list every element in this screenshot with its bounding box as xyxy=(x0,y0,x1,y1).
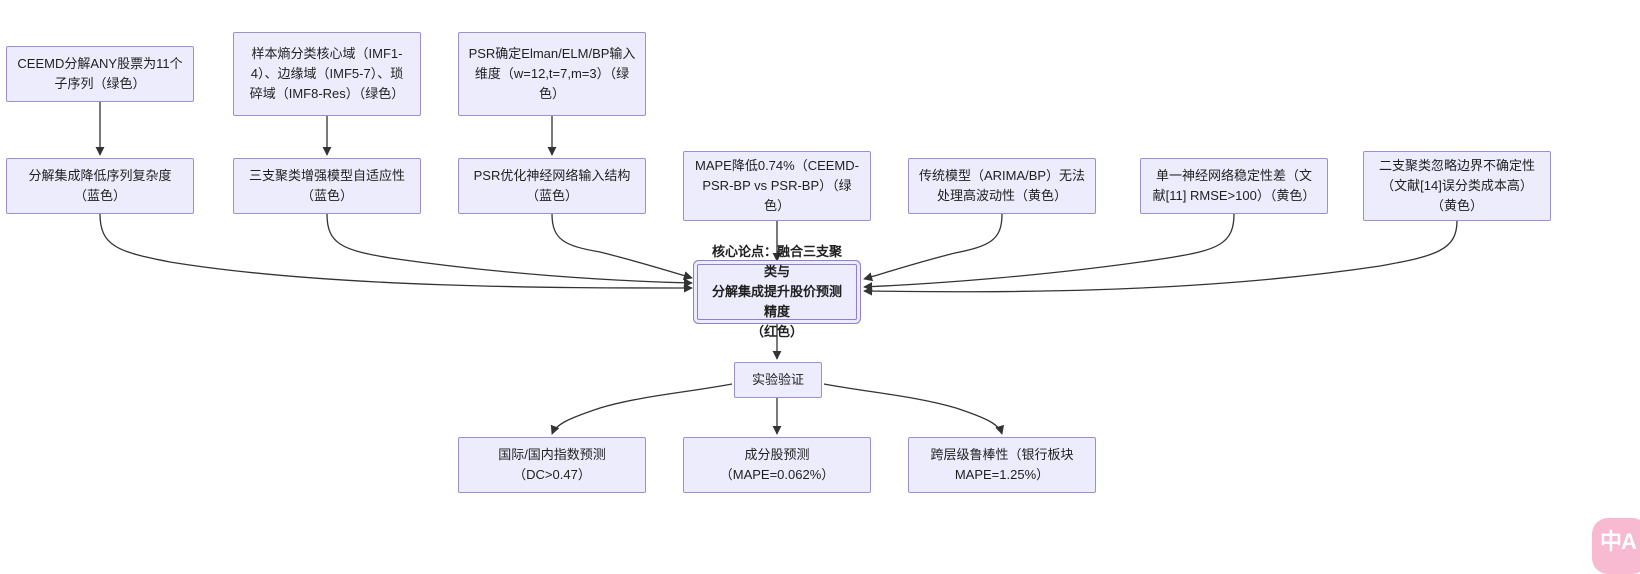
node-psr-input-dimension[interactable]: PSR确定Elman/ELM/BP输入 维度（w=12,t=7,m=3）（绿 色… xyxy=(458,32,646,116)
node-sample-entropy-classification[interactable]: 样本熵分类核心域（IMF1- 4）、边缘域（IMF5-7）、琐 碎域（IMF8-… xyxy=(233,32,421,116)
node-label: 成分股预测 （MAPE=0.062%） xyxy=(719,446,835,482)
edge-exp-r1 xyxy=(550,383,733,435)
edge-n8-core xyxy=(863,213,1003,282)
watermark-badge: 中A xyxy=(1592,518,1640,574)
node-label: 国际/国内指数预测 （DC>0.47） xyxy=(498,446,606,482)
node-decomposition-reduces-complexity[interactable]: 分解集成降低序列复杂度 （蓝色） xyxy=(6,158,194,214)
node-label: MAPE降低0.74%（CEEMD- PSR-BP vs PSR-BP）（绿 色… xyxy=(695,157,859,214)
node-label: 样本熵分类核心域（IMF1- 4）、边缘域（IMF5-7）、琐 碎域（IMF8-… xyxy=(249,45,405,102)
node-three-way-clustering-adaptivity[interactable]: 三支聚类增强模型自适应性 （蓝色） xyxy=(233,158,421,214)
node-label: 分解集成降低序列复杂度 （蓝色） xyxy=(28,167,172,203)
node-label: 核心论点：融合三支聚类与 分解集成提升股价预测精度 （红色） xyxy=(711,243,842,340)
node-label: 跨层级鲁棒性（银行板块 MAPE=1.25%） xyxy=(930,446,1074,482)
edge-n10-core xyxy=(863,220,1458,296)
node-ceemd-decomposition[interactable]: CEEMD分解ANY股票为11个 子序列（绿色） xyxy=(6,46,194,102)
edge-exp-r3 xyxy=(823,383,1004,435)
node-single-network-instability[interactable]: 单一神经网络稳定性差（文 献[11] RMSE>100）（黄色） xyxy=(1140,158,1328,214)
node-mape-improvement[interactable]: MAPE降低0.74%（CEEMD- PSR-BP vs PSR-BP）（绿 色… xyxy=(683,151,871,221)
node-core-thesis[interactable]: 核心论点：融合三支聚类与 分解集成提升股价预测精度 （红色） xyxy=(697,244,857,339)
node-psr-optimizes-network-input[interactable]: PSR优化神经网络输入结构 （蓝色） xyxy=(458,158,646,214)
node-experimental-validation[interactable]: 实验验证 xyxy=(734,362,822,398)
node-label: 实验验证 xyxy=(751,371,804,387)
node-label: 单一神经网络稳定性差（文 献[11] RMSE>100）（黄色） xyxy=(1152,167,1316,203)
node-label: 三支聚类增强模型自适应性 （蓝色） xyxy=(248,167,405,203)
edge-n9-core xyxy=(863,213,1235,292)
node-constituent-stock-result[interactable]: 成分股预测 （MAPE=0.062%） xyxy=(683,437,871,493)
watermark-glyph: 中A xyxy=(1600,529,1637,554)
edge-n5-core xyxy=(326,213,693,288)
node-traditional-model-limitation[interactable]: 传统模型（ARIMA/BP）无法 处理高波动性（黄色） xyxy=(908,158,1096,214)
node-label: 二支聚类忽略边界不确定性 （文献[14]误分类成本高） （黄色） xyxy=(1378,157,1535,214)
node-label: PSR优化神经网络输入结构 （蓝色） xyxy=(473,167,631,203)
edge-n6-core xyxy=(551,213,693,281)
node-two-way-clustering-limitation[interactable]: 二支聚类忽略边界不确定性 （文献[14]误分类成本高） （黄色） xyxy=(1363,151,1551,221)
node-index-prediction-result[interactable]: 国际/国内指数预测 （DC>0.47） xyxy=(458,437,646,493)
node-label: PSR确定Elman/ELM/BP输入 维度（w=12,t=7,m=3）（绿 色… xyxy=(468,45,636,102)
node-cross-level-robustness-result[interactable]: 跨层级鲁棒性（银行板块 MAPE=1.25%） xyxy=(908,437,1096,493)
node-label: 传统模型（ARIMA/BP）无法 处理高波动性（黄色） xyxy=(918,167,1086,203)
node-label: CEEMD分解ANY股票为11个 子序列（绿色） xyxy=(17,55,183,91)
edge-n4-core xyxy=(99,213,693,293)
